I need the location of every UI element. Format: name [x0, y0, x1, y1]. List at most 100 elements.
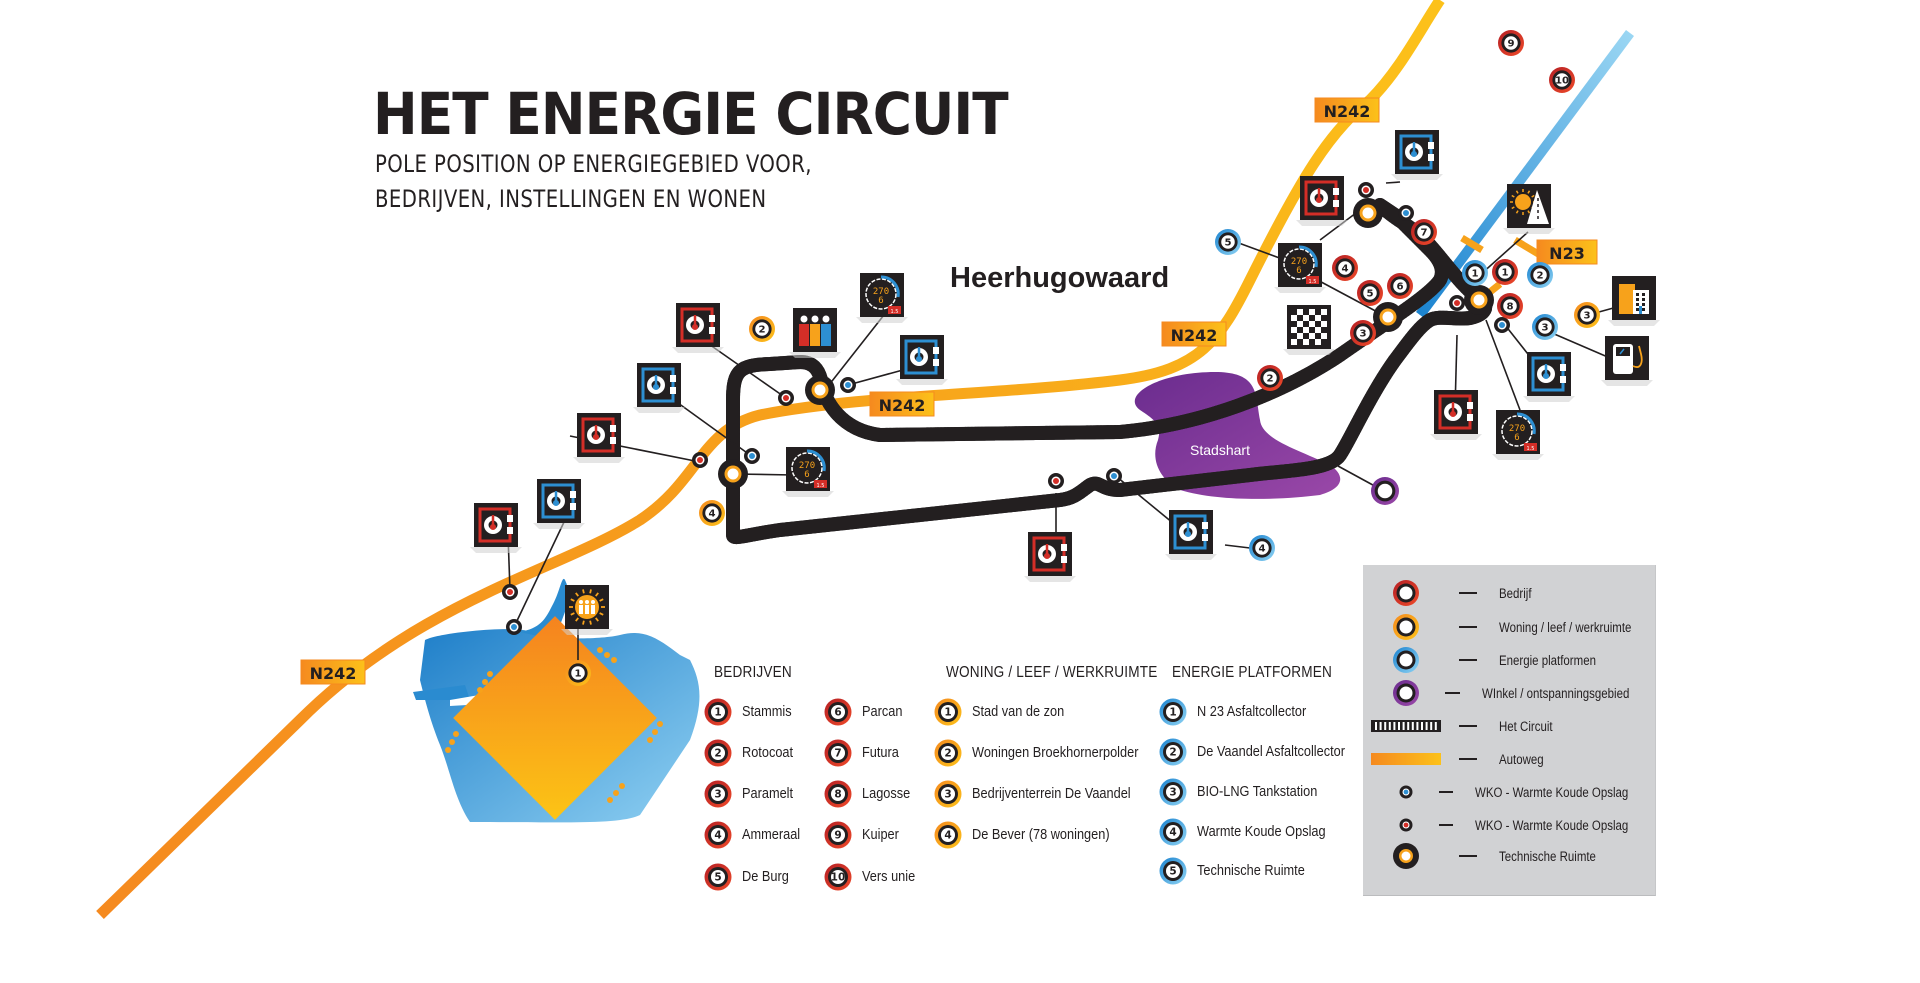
bedrijf-legend-marker[interactable]: 4: [704, 821, 732, 849]
bedrijf-legend-marker[interactable]: 5: [704, 863, 732, 891]
wko-red-dot[interactable]: [502, 584, 518, 600]
fuel-pump-icon[interactable]: [1601, 336, 1653, 386]
legend-box-label: Het Circuit: [1499, 718, 1553, 734]
wko-blue-icon[interactable]: [1523, 352, 1575, 402]
bedrijf-marker[interactable]: 5: [1357, 280, 1383, 306]
wko-blue-icon[interactable]: [1165, 510, 1217, 560]
energie-number-icon: 2: [1159, 738, 1187, 766]
wko-red-icon[interactable]: [573, 413, 625, 463]
wko-red-dot[interactable]: [778, 390, 794, 406]
legend-box-row: Woning / leef / werkruimte: [1363, 613, 1655, 641]
bedrijf-legend-marker[interactable]: 9: [824, 821, 852, 849]
bedrijf-marker[interactable]: 6: [1387, 273, 1413, 299]
bedrijf-legend-marker[interactable]: 10: [824, 863, 852, 891]
bedrijf-legend-marker[interactable]: 8: [824, 780, 852, 808]
bedrijf-marker[interactable]: 8: [1497, 293, 1523, 319]
legend-item-label: N 23 Asfaltcollector: [1197, 704, 1307, 720]
marker-number: 1: [944, 707, 951, 719]
woning-marker[interactable]: 1: [565, 660, 591, 686]
bedrijf-number-icon: 6: [824, 698, 852, 726]
bedrijf-marker[interactable]: 7: [1411, 219, 1437, 245]
technische-ruimte-node[interactable]: [1373, 302, 1403, 332]
wko-blue-icon[interactable]: [533, 479, 585, 529]
bedrijf-legend-marker[interactable]: 2: [704, 739, 732, 767]
wko-blue-dot[interactable]: [1106, 468, 1122, 484]
energie-marker[interactable]: 1: [1462, 260, 1488, 286]
wko-red-icon[interactable]: [1430, 390, 1482, 440]
wko-blue-icon[interactable]: [1391, 130, 1443, 180]
woning-legend-marker[interactable]: 3: [934, 780, 962, 808]
building-icon[interactable]: [1608, 276, 1660, 326]
energie-marker[interactable]: 2: [1527, 262, 1553, 288]
energie-legend-marker[interactable]: 3: [1159, 778, 1187, 806]
bedrijf-legend-marker[interactable]: 3: [704, 780, 732, 808]
wko-red-dot[interactable]: [692, 452, 708, 468]
wko-blue-icon[interactable]: [896, 335, 948, 385]
wko-blue-icon[interactable]: [633, 363, 685, 413]
bedrijf-marker[interactable]: 3: [1350, 320, 1376, 346]
woning-marker[interactable]: 2: [749, 316, 775, 342]
wko-blue-dot[interactable]: [744, 448, 760, 464]
wko-blue-dot[interactable]: [506, 619, 522, 635]
woning-ring-icon: [1393, 614, 1419, 640]
wko-red-icon[interactable]: [672, 303, 724, 353]
bedrijf-marker[interactable]: 2: [1257, 365, 1283, 391]
wko-blue-dot[interactable]: [1494, 317, 1510, 333]
marker-number: 3: [1583, 311, 1590, 322]
wko-red-icon[interactable]: [1296, 176, 1348, 226]
gauge-time: 1.5: [817, 483, 825, 489]
solar-road-icon[interactable]: [1503, 184, 1555, 234]
technische-ruimte-node[interactable]: [805, 375, 835, 405]
bedrijf-marker[interactable]: 9: [1498, 30, 1524, 56]
wko-red-dot[interactable]: [1449, 295, 1465, 311]
wko-red-dot[interactable]: [1048, 473, 1064, 489]
wko-red-icon[interactable]: [1024, 532, 1076, 582]
bedrijf-legend-marker[interactable]: 6: [824, 698, 852, 726]
marker-number: 1: [574, 669, 581, 680]
woning-marker[interactable]: 3: [1574, 302, 1600, 328]
technische-ruimte-dot-icon: [1393, 843, 1419, 869]
road-label-n242-mid: N242: [1161, 321, 1227, 347]
technische-ruimte-node[interactable]: [1464, 285, 1494, 315]
legend-dash: [1459, 626, 1477, 628]
woning-legend-marker[interactable]: 1: [934, 698, 962, 726]
bedrijf-legend-marker[interactable]: 1: [704, 698, 732, 726]
woning-marker[interactable]: 4: [699, 500, 725, 526]
road-label-n242-center: N242: [869, 391, 935, 417]
energie-legend-marker[interactable]: 1: [1159, 698, 1187, 726]
checkered-flag-icon[interactable]: [1283, 305, 1335, 355]
bedrijf-marker[interactable]: 1: [1492, 259, 1518, 285]
wko-red-icon[interactable]: [470, 503, 522, 553]
sun-people-icon[interactable]: [561, 585, 613, 635]
marker-number: 5: [714, 872, 721, 884]
bedrijf-legend-marker[interactable]: 7: [824, 739, 852, 767]
winkel-marker[interactable]: [1371, 477, 1399, 505]
energie-marker[interactable]: 3: [1532, 314, 1558, 340]
energie-legend-marker[interactable]: 5: [1159, 857, 1187, 885]
marker-number: 2: [1266, 374, 1273, 385]
energie-legend-marker[interactable]: 2: [1159, 738, 1187, 766]
bedrijf-marker[interactable]: 4: [1332, 255, 1358, 281]
people-icon[interactable]: [789, 308, 841, 358]
energie-marker[interactable]: 5: [1215, 229, 1241, 255]
energie-marker[interactable]: 4: [1249, 535, 1275, 561]
woning-legend-marker[interactable]: 4: [934, 821, 962, 849]
bedrijf-marker[interactable]: 10: [1549, 67, 1575, 93]
woning-legend-marker[interactable]: 2: [934, 739, 962, 767]
legend-box-row: Technische Ruimte: [1363, 842, 1655, 870]
wko-blue-dot[interactable]: [1398, 205, 1414, 221]
wko-red-dot[interactable]: [1358, 182, 1374, 198]
bedrijf-number-icon: 1: [704, 698, 732, 726]
technische-ruimte-node[interactable]: [1353, 198, 1383, 228]
technische-ruimte-node[interactable]: [718, 459, 748, 489]
marker-number: 1: [1169, 707, 1176, 719]
wko-blue-dot[interactable]: [840, 377, 856, 393]
energie-legend-marker[interactable]: 4: [1159, 818, 1187, 846]
